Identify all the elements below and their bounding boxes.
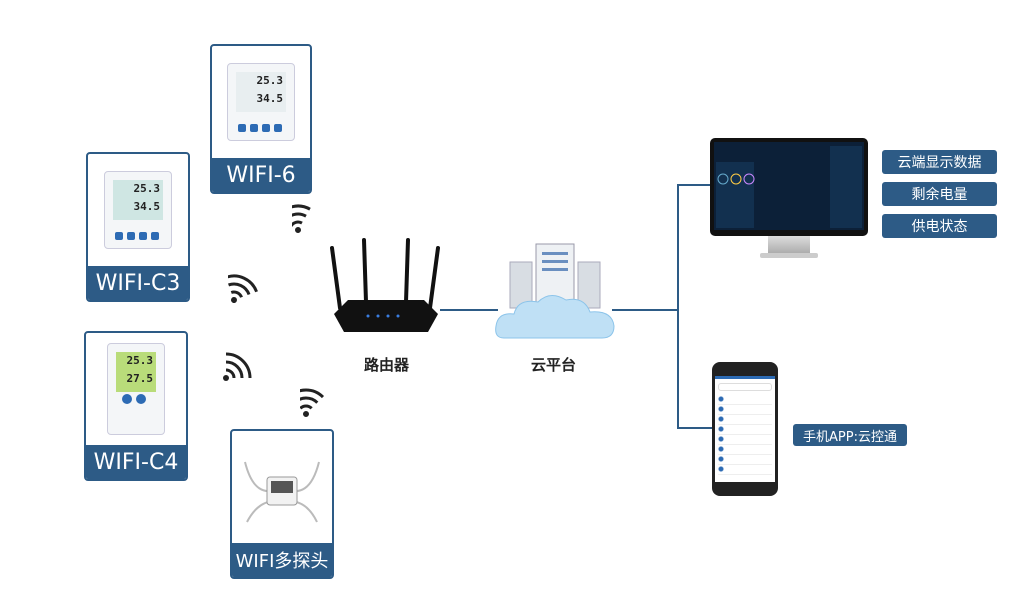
lcd-temp: 25.3 <box>256 74 284 87</box>
connector-line <box>440 309 498 311</box>
router-label: 路由器 <box>364 356 410 374</box>
wifi-signal-icon <box>292 204 311 233</box>
wifi-signal-icon <box>300 388 325 417</box>
device-label: WIFI-6 <box>212 158 310 192</box>
lcd-humidity: 34.5 <box>256 92 284 105</box>
connector-line <box>677 427 713 429</box>
cloud-platform-label: 云平台 <box>531 356 577 374</box>
sensor-image: 25.3 34.5 <box>104 171 172 249</box>
feature-tag-cloud-data: 云端显示数据 <box>882 150 997 174</box>
router-icon <box>330 238 440 332</box>
device-card-wifi-c3: 25.3 34.5 WIFI-C3 <box>86 152 190 302</box>
device-label: WIFI多探头 <box>232 543 332 577</box>
feature-tag-battery: 剩余电量 <box>882 182 997 206</box>
connector-line <box>677 184 711 186</box>
cloud-server-icon <box>495 243 615 339</box>
app-screen <box>715 376 775 482</box>
device-label: WIFI-C4 <box>86 445 186 479</box>
monitor-stand <box>768 236 810 254</box>
multi-probe-sensor-image <box>244 461 320 523</box>
monitor-dashboard <box>710 138 868 236</box>
device-card-wifi-multi-probe: WIFI多探头 <box>230 429 334 579</box>
lcd-temp: 25.3 <box>133 182 161 195</box>
monitor-base <box>760 253 818 258</box>
wifi-signal-icon <box>228 274 258 303</box>
sensor-image: 25.3 34.5 <box>227 63 295 141</box>
feature-tag-power-status: 供电状态 <box>882 214 997 238</box>
lcd-humidity: 27.5 <box>126 372 154 385</box>
app-label: 手机APP:云控通 <box>793 424 907 446</box>
lcd-temp: 25.3 <box>126 354 154 367</box>
sensor-image: 25.3 27.5 <box>107 343 165 435</box>
device-label: WIFI-C3 <box>88 266 188 300</box>
device-card-wifi-6: 25.3 34.5 WIFI-6 <box>210 44 312 194</box>
wifi-signal-icon <box>223 352 252 381</box>
device-card-wifi-c4: 25.3 27.5 WIFI-C4 <box>84 331 188 481</box>
connector-line <box>612 309 679 311</box>
dashboard-screen <box>714 142 864 230</box>
smartphone <box>712 362 778 496</box>
connector-line <box>677 184 679 429</box>
lcd-humidity: 34.5 <box>133 200 161 213</box>
